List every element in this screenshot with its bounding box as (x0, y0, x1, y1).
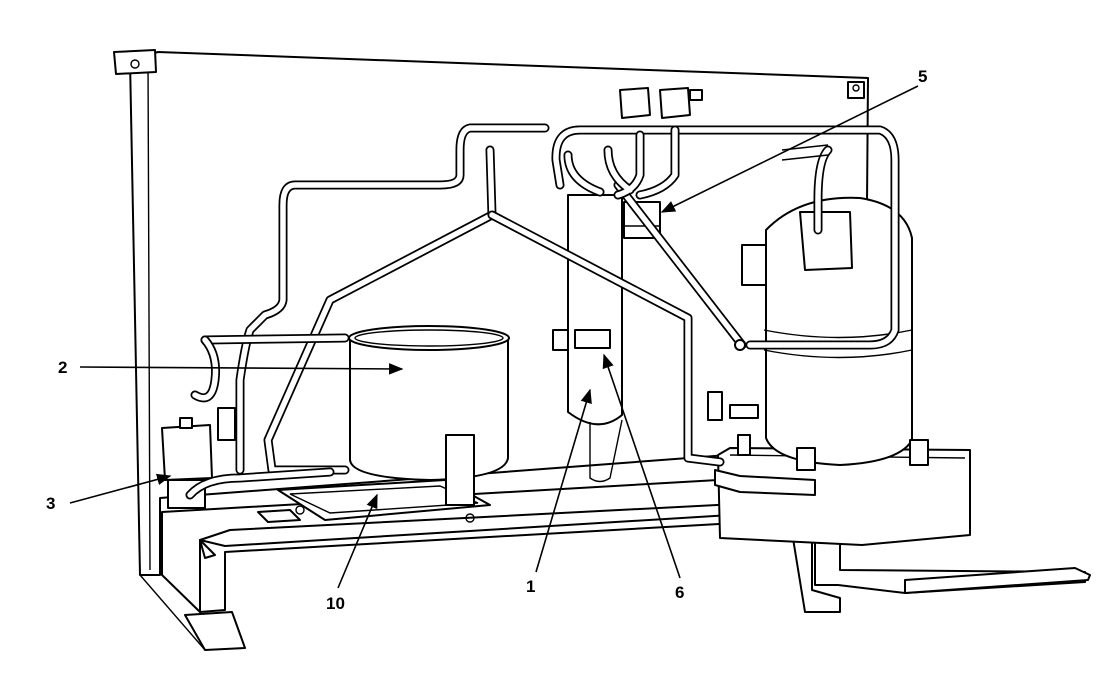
callout-1: 1 (526, 577, 536, 596)
leader-line-3 (69, 473, 172, 504)
leader-line-2 (79, 363, 404, 375)
solenoid-valves (619, 87, 703, 119)
leader-line-1 (535, 388, 592, 573)
leader-lines (69, 85, 919, 589)
receiver-tank (348, 325, 510, 481)
mounting-plate (277, 434, 491, 523)
callout-3: 3 (46, 494, 56, 513)
leader-line-6 (602, 353, 681, 579)
leader-line-5 (660, 85, 919, 213)
callout-10: 10 (326, 594, 345, 613)
leader-line-10 (337, 493, 378, 589)
callout-2: 2 (58, 358, 68, 377)
compressor (737, 196, 929, 471)
callout-5: 5 (918, 67, 928, 86)
callout-6: 6 (675, 583, 685, 602)
piping (185, 123, 900, 500)
